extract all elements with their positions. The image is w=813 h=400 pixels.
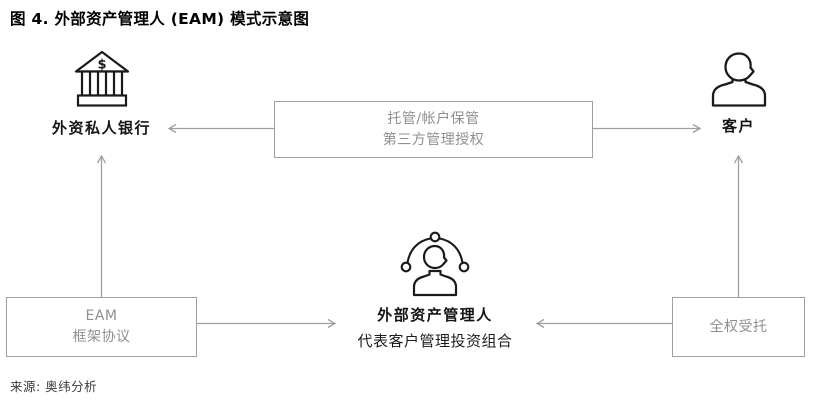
custody-line2: 第三方管理授权 bbox=[382, 131, 485, 148]
eam-sublabel: 代表客户管理投资组合 bbox=[357, 332, 513, 350]
dollar-sign: $ bbox=[97, 58, 106, 73]
eam-agreement-line2: 框架协议 bbox=[72, 329, 131, 345]
custody-box: 托管/帐户保管 第三方管理授权 bbox=[274, 101, 593, 158]
client-label: 客户 bbox=[721, 117, 755, 135]
eam-label: 外部资产管理人 bbox=[377, 306, 493, 324]
mandate-line1: 全权受托 bbox=[709, 318, 768, 335]
bank-icon: $ bbox=[74, 50, 129, 107]
source-note: 来源: 奥纬分析 bbox=[10, 379, 98, 394]
person-icon bbox=[711, 52, 766, 107]
custody-line1: 托管/帐户保管 bbox=[387, 110, 480, 127]
bank-label: 外资私人银行 bbox=[51, 119, 151, 137]
figure-title: 图 4. 外部资产管理人 (EAM) 模式示意图 bbox=[10, 10, 310, 28]
mandate-box: 全权受托 bbox=[672, 297, 805, 357]
node-external-asset-manager: 外部资产管理人 代表客户管理投资组合 bbox=[320, 231, 550, 351]
eam-agreement-box: EAM 框架协议 bbox=[6, 297, 197, 357]
node-client: 客户 bbox=[656, 50, 813, 136]
person-network-icon bbox=[400, 231, 470, 297]
eam-agreement-line1: EAM bbox=[85, 308, 118, 324]
node-foreign-private-bank: $ 外资私人银行 bbox=[19, 50, 184, 138]
